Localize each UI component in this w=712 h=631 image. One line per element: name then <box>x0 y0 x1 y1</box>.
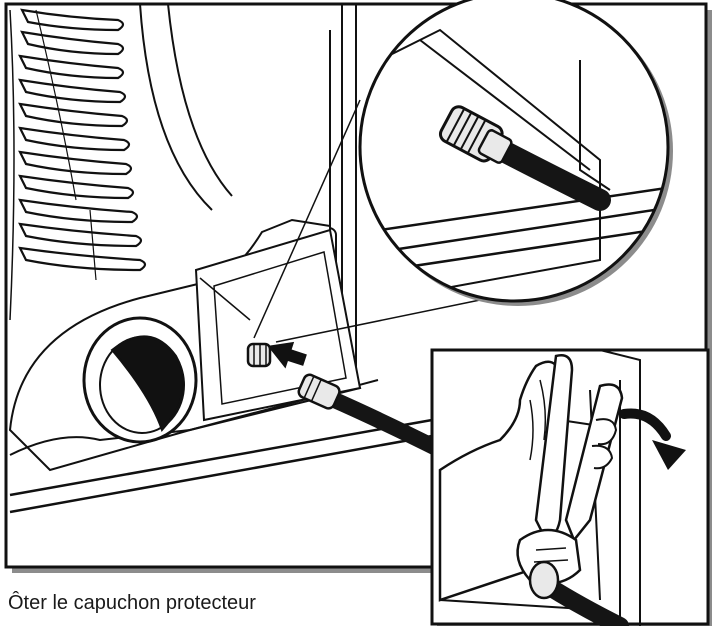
inset-back-wall <box>599 350 641 626</box>
connection-recess <box>194 228 362 422</box>
inlet-valve <box>246 342 272 368</box>
zoom-frame <box>579 60 611 191</box>
recess-diagonal <box>199 277 251 321</box>
vent-outlet-inner <box>99 336 185 434</box>
zoom-floor <box>379 184 668 270</box>
zoom-panel-edge <box>419 39 591 171</box>
cabinet-inner-edge <box>167 4 233 197</box>
inset-connector <box>528 560 560 600</box>
cabinet-edge <box>139 4 213 211</box>
hand-fingers <box>529 379 547 461</box>
water-hose <box>322 390 448 458</box>
rib-line <box>89 209 97 281</box>
push-arrow-icon <box>267 341 307 369</box>
vent-edge <box>9 9 15 321</box>
lower-body-floor <box>9 418 433 514</box>
hose-connector <box>297 373 341 410</box>
callout-line <box>253 99 361 339</box>
rib-line <box>35 9 77 201</box>
fingertips <box>591 418 618 470</box>
vent-slats <box>18 8 147 272</box>
lower-body-edge <box>9 379 379 456</box>
rotate-arrow-icon <box>619 408 686 470</box>
zoom-valve <box>438 105 513 164</box>
instruction-caption: Ôter le capuchon protecteur <box>8 592 256 614</box>
callout-line <box>275 299 481 343</box>
